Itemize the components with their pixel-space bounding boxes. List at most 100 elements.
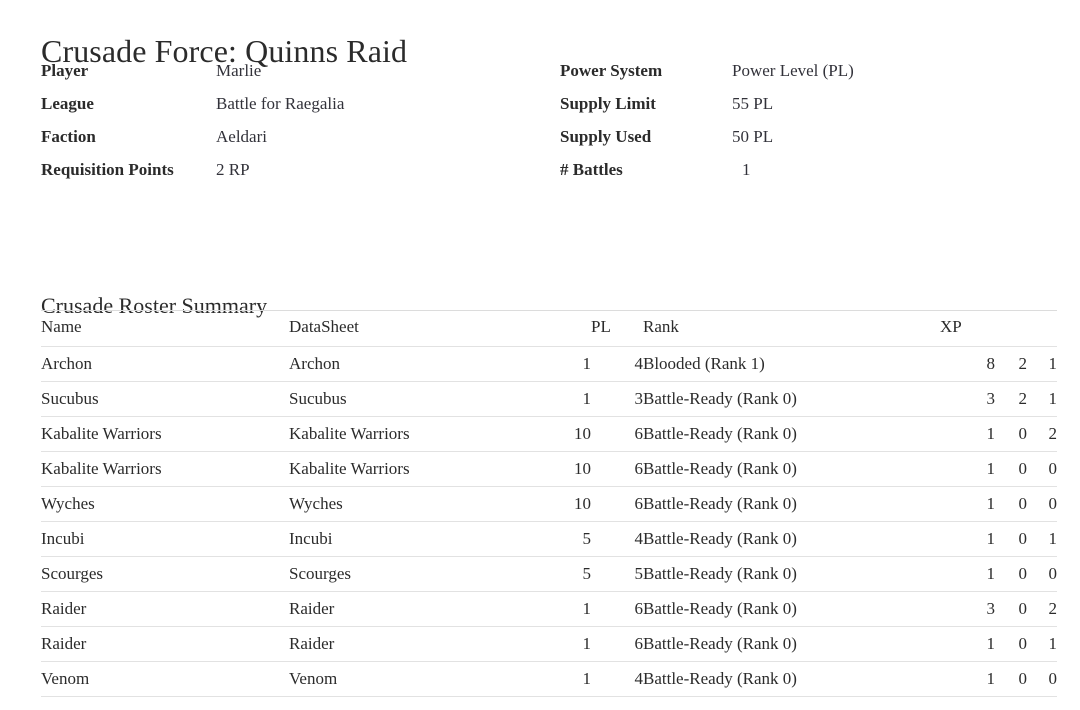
cell-count: 10 [539,416,591,452]
cell-datasheet: Sucubus [289,381,539,417]
column-header-name: Name [41,310,289,347]
force-details-right-column: Power System Power Level (PL) Supply Lim… [560,60,1020,192]
detail-label-faction: Faction [41,127,96,146]
detail-value-league: Battle for Raegalia [216,94,345,113]
cell-xp: 1 [940,626,995,662]
column-header-pl: PL [591,310,643,347]
cell-stat2: 0 [1027,661,1057,697]
cell-stat2: 1 [1027,381,1057,417]
detail-value-player: Marlie [216,61,262,80]
cell-name: Venom [41,661,289,697]
cell-stat1: 0 [995,521,1027,557]
cell-name: Raider [41,591,289,627]
cell-xp: 3 [940,591,995,627]
cell-rank: Battle-Ready (Rank 0) [643,556,940,592]
cell-rank: Battle-Ready (Rank 0) [643,416,940,452]
cell-count: 1 [539,346,591,382]
cell-stat1: 2 [995,346,1027,382]
detail-label-requisition-points: Requisition Points [41,160,174,179]
cell-name: Sucubus [41,381,289,417]
cell-count: 1 [539,626,591,662]
cell-pl: 5 [591,556,643,592]
column-header-rank: Rank [643,310,940,347]
cell-stat1: 0 [995,591,1027,627]
cell-name: Scourges [41,556,289,592]
cell-xp: 1 [940,556,995,592]
cell-datasheet: Venom [289,661,539,697]
detail-label-power-system: Power System [560,61,663,80]
cell-name: Kabalite Warriors [41,451,289,487]
detail-row-supply-used: Supply Used 50 PL [560,126,1020,159]
cell-pl: 6 [591,451,643,487]
cell-pl: 6 [591,486,643,522]
cell-pl: 4 [591,346,643,382]
cell-stat1: 0 [995,626,1027,662]
cell-datasheet: Wyches [289,486,539,522]
cell-rank: Battle-Ready (Rank 0) [643,626,940,662]
cell-pl: 4 [591,521,643,557]
column-header-stat2 [1027,310,1057,347]
cell-name: Raider [41,626,289,662]
cell-xp: 1 [940,521,995,557]
cell-datasheet: Incubi [289,521,539,557]
column-header-count [539,310,591,347]
cell-pl: 4 [591,661,643,697]
cell-xp: 1 [940,416,995,452]
cell-xp: 3 [940,381,995,417]
cell-stat2: 2 [1027,416,1057,452]
column-header-datasheet: DataSheet [289,310,539,347]
cell-stat2: 0 [1027,556,1057,592]
cell-rank: Battle-Ready (Rank 0) [643,521,940,557]
detail-value-supply-used: 50 PL [732,127,774,146]
cell-stat1: 2 [995,381,1027,417]
cell-rank: Battle-Ready (Rank 0) [643,381,940,417]
cell-xp: 1 [940,451,995,487]
cell-pl: 3 [591,381,643,417]
cell-stat2: 1 [1027,521,1057,557]
roster-table-header: Name DataSheet PL Rank XP [41,310,1057,347]
cell-name: Kabalite Warriors [41,416,289,452]
cell-datasheet: Raider [289,591,539,627]
cell-pl: 6 [591,416,643,452]
cell-datasheet: Raider [289,626,539,662]
cell-xp: 1 [940,661,995,697]
cell-datasheet: Archon [289,346,539,382]
cell-pl: 6 [591,626,643,662]
cell-xp: 1 [940,486,995,522]
cell-rank: Battle-Ready (Rank 0) [643,661,940,697]
cell-stat2: 0 [1027,486,1057,522]
cell-stat1: 0 [995,661,1027,697]
detail-row-requisition-points: Requisition Points 2 RP [41,159,541,211]
cell-pl: 6 [591,591,643,627]
cell-rank: Battle-Ready (Rank 0) [643,451,940,487]
detail-value-battles: 1 [742,160,751,179]
detail-value-supply-limit: 55 PL [732,94,774,113]
detail-label-supply-used: Supply Used [560,127,652,146]
detail-label-supply-limit: Supply Limit [560,94,656,113]
cell-name: Archon [41,346,289,382]
cell-datasheet: Kabalite Warriors [289,416,539,452]
detail-row-power-system: Power System Power Level (PL) [560,60,1020,93]
cell-rank: Battle-Ready (Rank 0) [643,486,940,522]
page-title: Crusade Force: Quinns Raid [41,33,408,70]
cell-stat2: 1 [1027,346,1057,382]
cell-datasheet: Kabalite Warriors [289,451,539,487]
cell-datasheet: Scourges [289,556,539,592]
detail-row-battles: # Battles 1 [560,159,1020,192]
cell-stat1: 0 [995,416,1027,452]
column-header-xp: XP [940,310,995,347]
detail-row-supply-limit: Supply Limit 55 PL [560,93,1020,126]
detail-label-league: League [41,94,94,113]
